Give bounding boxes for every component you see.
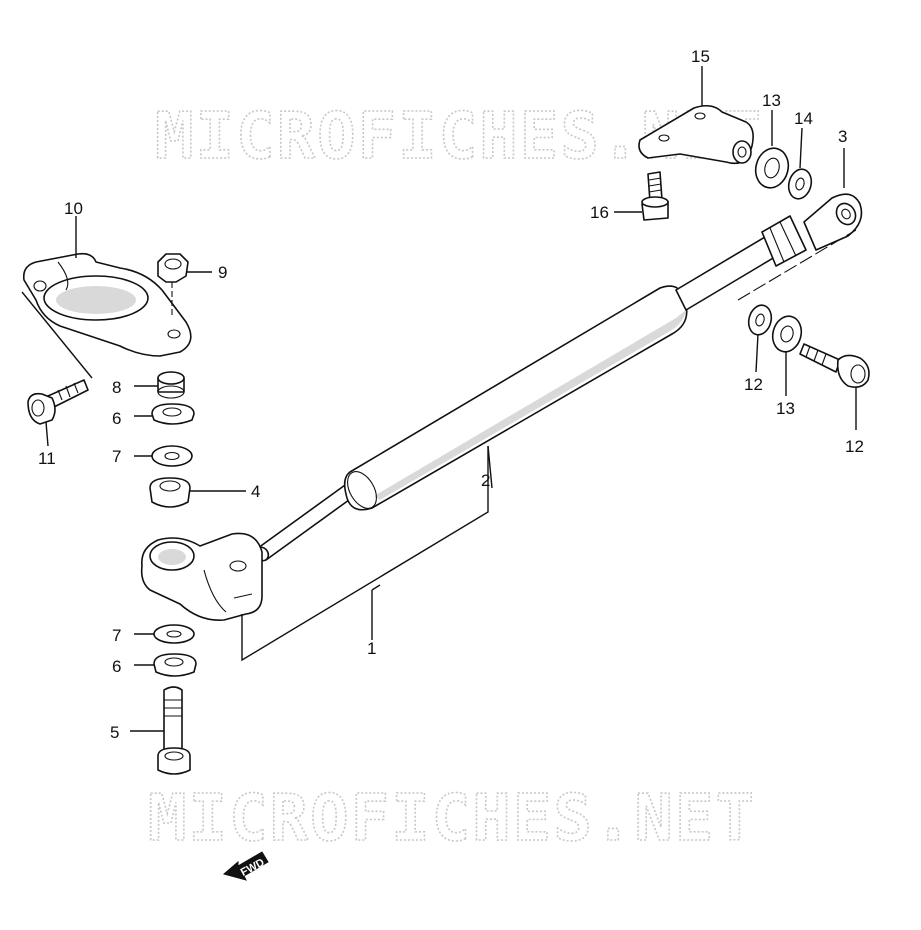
callout-13-upper: 13 [762,91,781,110]
bolt-11 [27,379,89,425]
washer-12-right [747,304,773,336]
callout-1: 1 [367,639,376,658]
callout-4: 4 [251,482,260,501]
callout-11: 11 [38,449,56,468]
watermark-bottom: MICROFICHES.NET [148,782,756,856]
damper-tube [675,233,781,311]
callout-8: 8 [112,378,121,397]
callout-12-right: 12 [845,437,864,456]
callout-7-lower: 7 [112,626,121,645]
washer-7-lower [153,624,195,644]
callout-9: 9 [218,263,227,282]
callout-6-lower: 6 [112,657,121,676]
fwd-label: FWD [239,856,267,878]
callout-numbers: 1 2 3 4 5 6 6 7 7 8 9 10 11 12 12 13 13 … [38,47,864,742]
callout-10: 10 [64,199,83,218]
mounting-bracket-15 [638,104,754,165]
leader-10 [21,216,93,379]
washer-14 [787,168,813,200]
damper-cylinder [343,285,688,511]
callout-3: 3 [838,127,847,146]
collar-8 [157,371,185,399]
nut-9 [157,253,189,316]
fwd-arrow-icon: FWD [222,851,269,881]
bolt-16 [641,171,669,221]
handlebar-clamp-10 [22,252,192,357]
rubber-bush-4 [149,477,191,508]
callout-5: 5 [110,723,119,742]
callout-2: 2 [481,471,490,490]
grommet-6-lower [153,653,197,677]
washer-7-upper [151,445,193,467]
callout-16: 16 [590,203,609,222]
callout-12-left: 12 [744,375,763,394]
leader-lines-1-2 [241,446,489,662]
spacer-13-upper [754,147,790,189]
callout-14: 14 [794,109,813,128]
grommet-6-upper [151,403,195,425]
socket-bolt-5 [157,686,191,775]
damper-lower-clamp [140,532,263,621]
bolt-12 [799,343,870,388]
damper-rod [257,479,361,561]
callout-leaders [45,66,857,732]
callout-13-lower: 13 [776,399,795,418]
steering-damper-assembly [254,193,863,562]
spacer-13-lower [771,315,803,353]
callout-6-upper: 6 [112,409,121,428]
callout-7-upper: 7 [112,447,121,466]
callout-15: 15 [691,47,710,66]
